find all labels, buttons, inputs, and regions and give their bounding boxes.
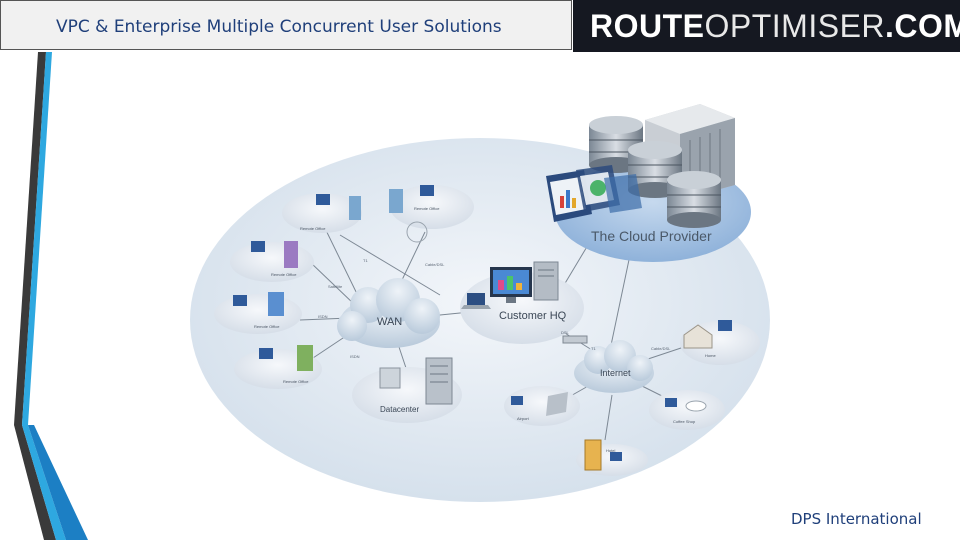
home-label: Home	[705, 353, 716, 358]
link-label-isdn: ISDN	[318, 314, 328, 319]
internet-cloud-icon	[574, 340, 654, 393]
remote-office-label: Remote Office	[300, 226, 326, 231]
remote-office-label: Remote Office	[283, 379, 309, 384]
remote-office-node: Remote Office	[230, 241, 314, 282]
airport-node: Airport	[504, 386, 580, 426]
home-node: Home	[680, 320, 760, 365]
brand-logo: ROUTEOPTIMISER.COM	[573, 0, 960, 52]
link-label-t1: T1	[591, 346, 596, 351]
application-windows-icon	[546, 165, 642, 222]
remote-office-node: Remote Office	[214, 292, 302, 334]
coffee-shop-node: Coffee Shop	[649, 390, 725, 430]
link-label-dsl: DSL	[561, 330, 570, 335]
laptop-icon	[461, 293, 491, 309]
link-labels: T1 Cable/DSL Satellite ISDN ISDN DSL T1 …	[318, 258, 671, 359]
logo-part-route: ROUTE	[590, 8, 705, 44]
footer-company: DPS International	[791, 510, 922, 528]
server-tower-icon	[533, 261, 559, 301]
airport-label: Airport	[517, 416, 530, 421]
remote-office-label: Remote Office	[414, 206, 440, 211]
cloud-provider-label: The Cloud Provider	[591, 228, 712, 244]
logo-part-optimiser: OPTIMISER	[704, 8, 886, 44]
datacenter-label: Datacenter	[380, 405, 419, 414]
link-label-t1: T1	[363, 258, 368, 263]
wan-cloud-icon	[337, 278, 440, 348]
coffee-shop-label: Coffee Shop	[673, 419, 696, 424]
hotel-label: Hotel	[606, 448, 615, 453]
hotel-node: Hotel	[576, 439, 648, 476]
remote-office-label: Remote Office	[254, 324, 280, 329]
router-icon	[562, 335, 588, 344]
link-label-isdn: ISDN	[350, 354, 360, 359]
remote-office-label: Remote Office	[271, 272, 297, 277]
link-label-cable-dsl: Cable/DSL	[651, 346, 671, 351]
link-label-cable-dsl: Cable/DSL	[425, 262, 445, 267]
datacenter-server-icon	[379, 357, 453, 405]
customer-hq-label: Customer HQ	[499, 310, 567, 322]
remote-office-node: Remote Office	[389, 185, 474, 243]
database-icon	[667, 171, 721, 228]
monitor-icon	[490, 267, 532, 303]
wan-label: WAN	[377, 316, 402, 328]
internet-label: Internet	[600, 368, 631, 378]
link-label-satellite: Satellite	[328, 284, 343, 289]
remote-office-node: Remote Office	[282, 193, 362, 233]
database-icon	[628, 141, 682, 198]
logo-part-suffix: .COM	[885, 8, 960, 44]
logo-wordmark: ROUTEOPTIMISER.COM	[590, 9, 960, 43]
page-title: VPC & Enterprise Multiple Concurrent Use…	[56, 17, 502, 37]
title-bar: VPC & Enterprise Multiple Concurrent Use…	[0, 0, 572, 50]
remote-office-node: Remote Office	[234, 345, 322, 389]
